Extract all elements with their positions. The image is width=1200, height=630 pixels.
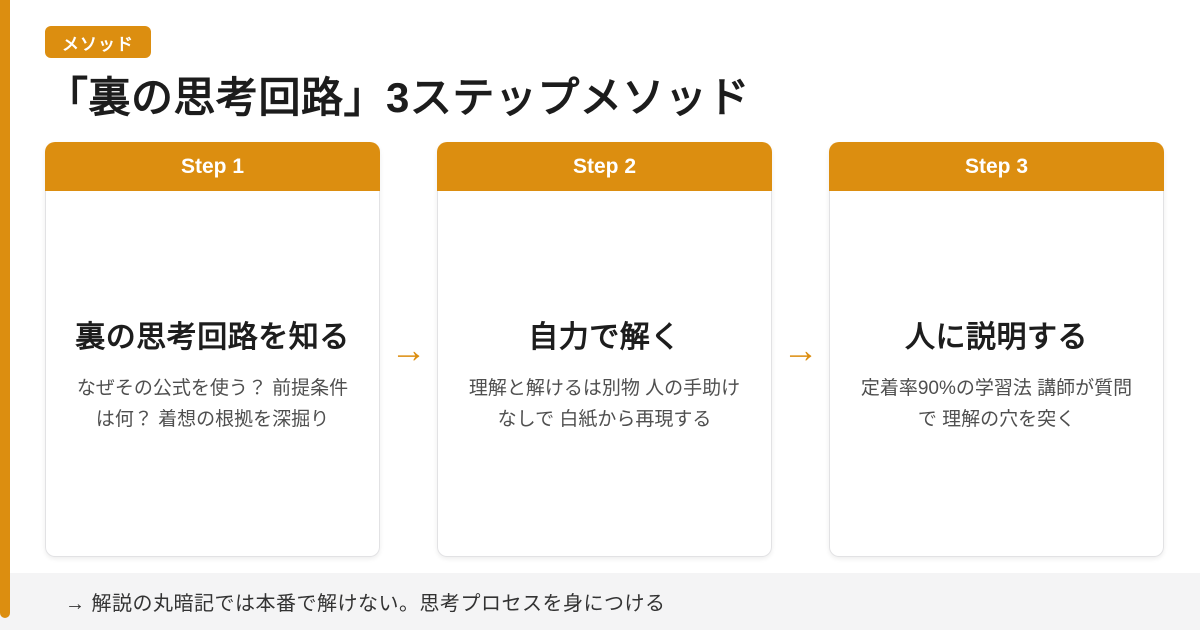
category-badge: メソッド — [45, 26, 151, 58]
step-1-body: 裏の思考回路を知る なぜその公式を使う？ 前提条件 は何？ 着想の根拠を深掘り — [45, 191, 380, 557]
step-3-header-label: Step 3 — [964, 155, 1029, 178]
step-3-body: 人に説明する 定着率90%の学習法 講師が質問 で 理解の穴を突く — [829, 191, 1164, 557]
category-badge-label: メソッド — [62, 34, 134, 54]
step-card-1: Step 1 裏の思考回路を知る なぜその公式を使う？ 前提条件 は何？ 着想の… — [45, 142, 380, 557]
footer-bar: → 解説の丸暗記では本番で解けない。思考プロセスを身につける — [0, 573, 1200, 630]
right-arrow-icon: → — [782, 328, 819, 370]
step-2-title: 自力で解く — [528, 320, 681, 354]
steps-row: Step 1 裏の思考回路を知る なぜその公式を使う？ 前提条件 は何？ 着想の… — [45, 142, 1164, 557]
step-card-3: Step 3 人に説明する 定着率90%の学習法 講師が質問 で 理解の穴を突く — [829, 142, 1164, 557]
step-1-title: 裏の思考回路を知る — [75, 320, 350, 354]
step-3-title: 人に説明する — [905, 320, 1088, 354]
step-1-header: Step 1 — [45, 142, 380, 191]
step-card-2: Step 2 自力で解く 理解と解けるは別物 人の手助け なしで 白紙から再現す… — [437, 142, 772, 557]
step-2-description: 理解と解けるは別物 人の手助け なしで 白紙から再現する — [468, 377, 741, 430]
arrow-cell-2: → — [772, 142, 829, 557]
right-arrow-icon: → — [390, 328, 427, 370]
left-accent-bar — [0, 0, 10, 618]
page-title: 「裏の思考回路」3ステップメソッド — [46, 74, 750, 121]
step-2-header: Step 2 — [437, 142, 772, 191]
step-3-description: 定着率90%の学習法 講師が質問 で 理解の穴を突く — [860, 377, 1133, 430]
footer-note: → 解説の丸暗記では本番で解けない。思考プロセスを身につける — [65, 593, 666, 615]
step-1-header-label: Step 1 — [180, 155, 245, 178]
step-1-description: なぜその公式を使う？ 前提条件 は何？ 着想の根拠を深掘り — [76, 377, 349, 430]
arrow-cell-1: → — [380, 142, 437, 557]
step-2-body: 自力で解く 理解と解けるは別物 人の手助け なしで 白紙から再現する — [437, 191, 772, 557]
step-3-header: Step 3 — [829, 142, 1164, 191]
step-2-header-label: Step 2 — [572, 155, 637, 178]
